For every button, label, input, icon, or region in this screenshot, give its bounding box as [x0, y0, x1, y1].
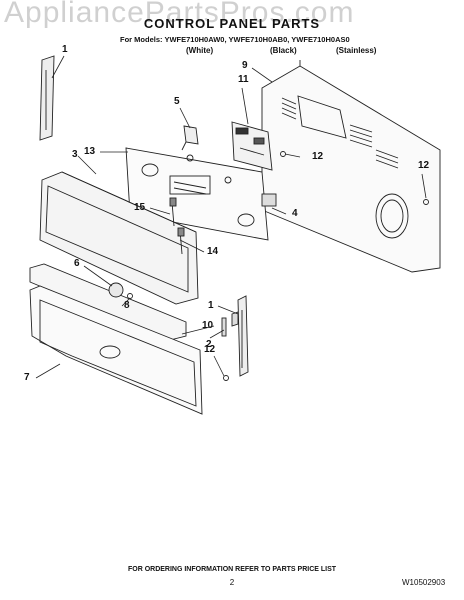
- page-number: 2: [229, 578, 235, 587]
- variant-black: (Black): [270, 46, 297, 55]
- callout-9: 9: [242, 60, 248, 71]
- control-board: [231, 121, 273, 171]
- side-bracket-right: [237, 295, 249, 377]
- knob: [108, 282, 124, 298]
- callout-10: 10: [202, 320, 214, 331]
- callout-13: 13: [84, 146, 96, 157]
- variant-stainless: (Stainless): [336, 46, 377, 55]
- page-title: CONTROL PANEL PARTS: [143, 16, 321, 31]
- document-number: W10502903: [402, 578, 446, 587]
- variant-white: (White): [186, 46, 214, 55]
- callout-4: 4: [292, 208, 298, 219]
- control-bracket: [181, 125, 199, 151]
- callout-8: 8: [124, 300, 130, 311]
- callout-12-board: 12: [312, 151, 324, 162]
- screw-12b: [423, 199, 429, 205]
- callout-5: 5: [174, 96, 180, 107]
- ordering-info: FOR ORDERING INFORMATION REFER TO PARTS …: [127, 566, 337, 573]
- callout-1: 1: [62, 44, 68, 55]
- callout-12-bracket: 12: [204, 344, 216, 355]
- side-bracket-left: [39, 55, 55, 141]
- wire-harness: [169, 197, 185, 255]
- callout-6: 6: [74, 258, 80, 269]
- callout-11: 11: [238, 74, 249, 85]
- switch: [261, 193, 277, 207]
- callout-14: 14: [207, 246, 219, 257]
- lower-trim: [29, 263, 187, 341]
- bracket-clip: [231, 311, 239, 327]
- models-line: For Models: YWFE710H0AW0, YWFE710H0AB0, …: [120, 35, 350, 44]
- rear-panel: [261, 60, 441, 273]
- watermark: AppliancePartsPros.com: [4, 0, 355, 29]
- callout-3: 3: [72, 149, 78, 160]
- callout-1-right: 1: [208, 300, 214, 311]
- callout-7: 7: [24, 372, 30, 383]
- callout-15: 15: [134, 202, 146, 213]
- screw: [127, 293, 133, 299]
- callout-12-rear: 12: [418, 160, 430, 171]
- clip: [221, 317, 227, 337]
- screw-12c: [223, 375, 229, 381]
- callout-2: 2: [206, 339, 212, 350]
- lower-panel: [29, 285, 203, 415]
